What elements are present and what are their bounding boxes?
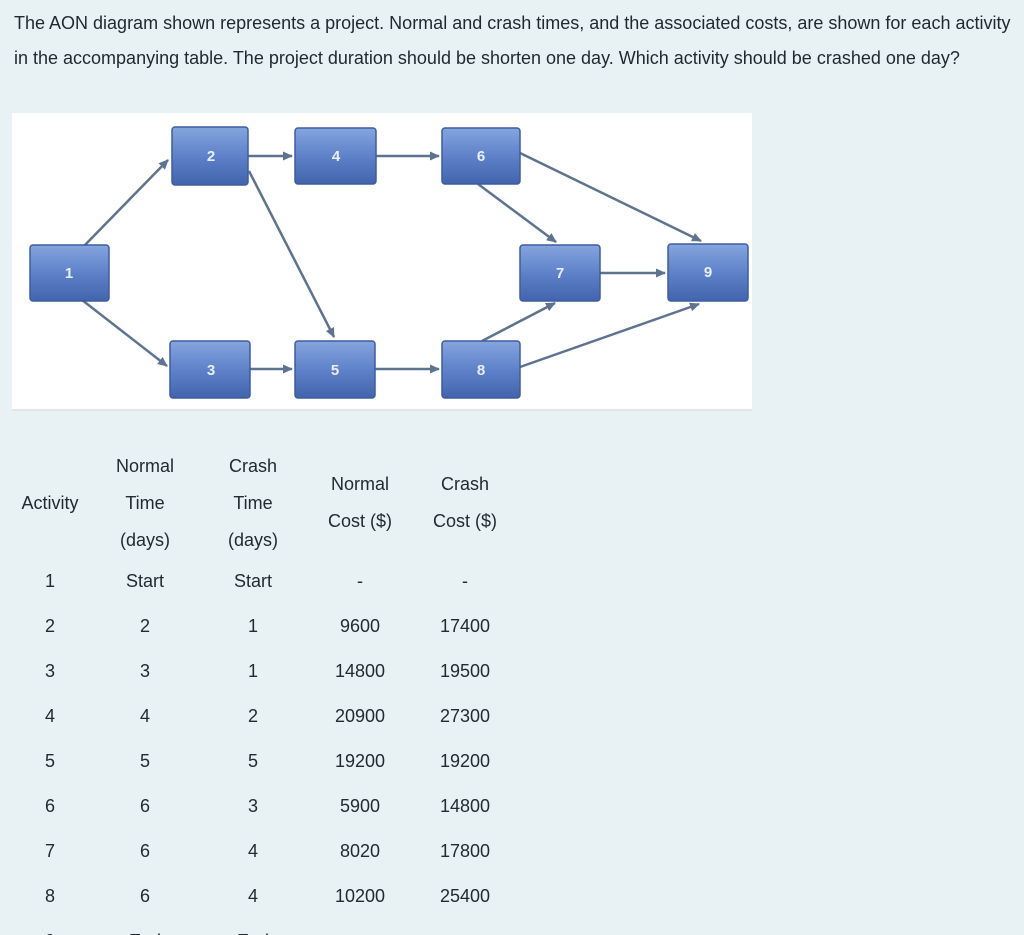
edge-2-5 bbox=[247, 170, 336, 338]
col-header-crash-cost: Crash Cost ($) bbox=[432, 474, 497, 531]
table-row: 7 6 4 8020 17800 bbox=[0, 829, 532, 874]
table-cell: 19500 bbox=[439, 661, 491, 681]
diagram-panel: 1 2 3 4 5 6 7 bbox=[12, 113, 752, 411]
question-text: The AON diagram shown represents a proje… bbox=[14, 13, 1011, 68]
diagram-node-7: 7 bbox=[519, 244, 601, 302]
table-cell: 4 bbox=[44, 706, 55, 726]
table-cell: 19200 bbox=[439, 751, 491, 771]
table-row: 5 5 5 19200 19200 bbox=[0, 739, 532, 784]
edge-8-7 bbox=[481, 301, 556, 343]
svg-text:8: 8 bbox=[477, 362, 485, 379]
table-row: 1 Start Start - - bbox=[0, 559, 532, 604]
table-cell: Start bbox=[125, 571, 164, 591]
diagram-node-4: 4 bbox=[294, 127, 377, 185]
table-cell: 4 bbox=[139, 706, 150, 726]
edge-6-7 bbox=[477, 182, 557, 244]
table-cell: 5900 bbox=[339, 796, 381, 816]
table-cell: 2 bbox=[44, 616, 55, 636]
table-row: 8 6 4 10200 25400 bbox=[0, 874, 532, 919]
table-cell: - bbox=[357, 571, 363, 591]
col-header-activity: Activity bbox=[21, 492, 79, 513]
table-cell: 8 bbox=[44, 886, 55, 906]
table-row: 3 3 1 14800 19500 bbox=[0, 649, 532, 694]
node-layer: 1 2 3 4 5 6 7 bbox=[29, 126, 749, 399]
svg-text:5: 5 bbox=[331, 362, 339, 379]
diagram-node-9: 9 bbox=[667, 243, 749, 302]
table-cell: 14800 bbox=[439, 796, 491, 816]
svg-text:4: 4 bbox=[332, 148, 341, 165]
table-cell: 10200 bbox=[334, 886, 386, 906]
diagram-node-3: 3 bbox=[169, 340, 251, 399]
table-cell: 3 bbox=[139, 661, 150, 681]
table-cell: 5 bbox=[139, 751, 150, 771]
table-cell: 20900 bbox=[334, 706, 386, 726]
table-cell: 6 bbox=[139, 796, 150, 816]
table-header: Activity Normal Time (days) Crash Time (… bbox=[0, 447, 532, 559]
table-cell: End bbox=[190, 919, 316, 935]
table-row: 9EndEnd-- bbox=[0, 919, 532, 935]
diagram-node-8: 8 bbox=[441, 340, 521, 399]
diagram-node-5: 5 bbox=[294, 340, 376, 399]
svg-text:1: 1 bbox=[65, 265, 73, 282]
table-cell: 27300 bbox=[439, 706, 491, 726]
table-cell: 4 bbox=[247, 886, 258, 906]
table-cell: 9600 bbox=[339, 616, 381, 636]
edge-1-3 bbox=[81, 299, 168, 367]
table-cell: 14800 bbox=[334, 661, 386, 681]
table-cell: Start bbox=[233, 571, 272, 591]
table-cell: 17800 bbox=[439, 841, 491, 861]
table-cell: 3 bbox=[247, 796, 258, 816]
svg-text:3: 3 bbox=[207, 362, 215, 379]
table-cell: - bbox=[316, 919, 404, 935]
table-cell: 1 bbox=[247, 661, 258, 681]
aon-diagram: 1 2 3 4 5 6 7 bbox=[29, 126, 749, 399]
svg-text:7: 7 bbox=[556, 265, 564, 282]
diagram-node-6: 6 bbox=[441, 127, 521, 185]
table-cell: 7 bbox=[44, 841, 55, 861]
table-cell: 17400 bbox=[439, 616, 491, 636]
col-header-crash-time: Crash Time (days) bbox=[227, 455, 278, 550]
table-cell: 8020 bbox=[339, 841, 381, 861]
svg-text:9: 9 bbox=[704, 264, 712, 281]
diagram-node-1: 1 bbox=[29, 244, 110, 302]
table-cell: 2 bbox=[247, 706, 258, 726]
table-cell: 6 bbox=[44, 796, 55, 816]
activity-table: Activity Normal Time (days) Crash Time (… bbox=[0, 447, 532, 935]
edge-1-2 bbox=[83, 159, 169, 247]
edge-6-9 bbox=[519, 151, 702, 243]
table-cell: 19200 bbox=[334, 751, 386, 771]
col-header-normal-time: Normal Time (days) bbox=[115, 455, 174, 550]
table-row: 2 2 1 9600 17400 bbox=[0, 604, 532, 649]
table-cell: - bbox=[404, 919, 526, 935]
table-cell: 5 bbox=[44, 751, 55, 771]
svg-text:2: 2 bbox=[207, 148, 215, 165]
table-cell: - bbox=[462, 571, 468, 591]
table-cell: End bbox=[100, 919, 190, 935]
table-row: 6 6 3 5900 14800 bbox=[0, 784, 532, 829]
edge-8-9 bbox=[519, 302, 700, 369]
table-cell: 6 bbox=[139, 886, 150, 906]
col-header-normal-cost: Normal Cost ($) bbox=[327, 474, 392, 531]
table-cell: 4 bbox=[247, 841, 258, 861]
table-cell: 1 bbox=[44, 571, 55, 591]
table-row: 4 4 2 20900 27300 bbox=[0, 694, 532, 739]
table-cell: 3 bbox=[44, 661, 55, 681]
table-cell: 6 bbox=[139, 841, 150, 861]
table-cell: 2 bbox=[139, 616, 150, 636]
table-cell: 1 bbox=[247, 616, 258, 636]
table-cell: 5 bbox=[247, 751, 258, 771]
diagram-node-2: 2 bbox=[171, 126, 249, 186]
table-cell: 9 bbox=[0, 919, 100, 935]
svg-text:6: 6 bbox=[477, 148, 485, 165]
edge-layer bbox=[81, 151, 702, 374]
table-cell: 25400 bbox=[439, 886, 491, 906]
